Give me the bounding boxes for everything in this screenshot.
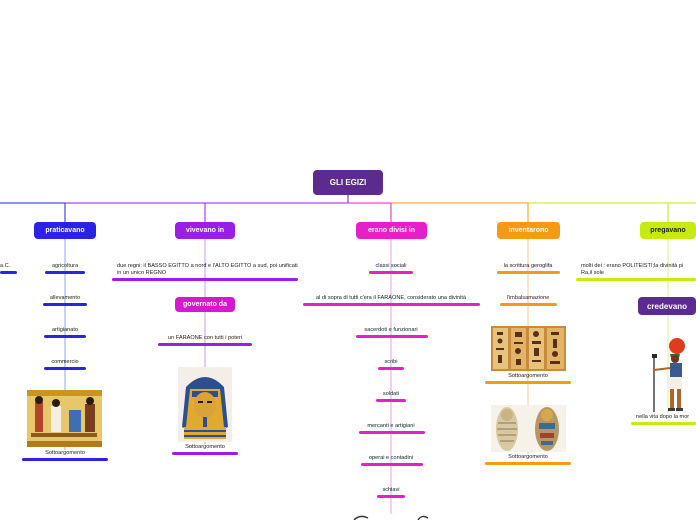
inventarono-image-caption[interactable]: Sottoargomento <box>508 373 548 379</box>
praticavano-item-underline <box>45 271 85 274</box>
sub-governato-da[interactable]: governato da <box>175 297 235 312</box>
branch-erano-divisi-in[interactable]: erano divisi in <box>356 222 427 239</box>
mummies-image <box>491 405 566 452</box>
governato-item-underline <box>158 343 252 346</box>
branch-inventarono[interactable]: inventarono <box>497 222 560 239</box>
praticavano-item[interactable]: allevamento <box>49 295 81 301</box>
divisi-item-underline <box>356 335 428 338</box>
inventarono-caption-underline <box>485 381 571 384</box>
divisi-item[interactable]: mercanti e artigiani <box>367 423 415 429</box>
divisi-item[interactable]: al di sopra di tutti c'era il FARAONE, c… <box>316 295 466 301</box>
pregavano-item-underline <box>576 278 696 281</box>
credevano-item-underline <box>631 422 696 425</box>
divisi-item-underline <box>378 367 404 370</box>
root-node[interactable]: GLI EGIZI <box>313 170 383 195</box>
divisi-item[interactable]: scribi <box>384 359 398 365</box>
hieroglyphs-image <box>491 326 566 371</box>
branch-praticavano[interactable]: praticavano <box>34 222 96 239</box>
left-edge-label: a.C. <box>0 263 11 269</box>
divisi-item-underline <box>361 463 423 466</box>
praticavano-item-underline <box>44 367 86 370</box>
left-edge-underline <box>0 271 17 274</box>
divisi-item[interactable]: sacerdoti e funzionari <box>364 327 418 333</box>
vivevano-item-underline <box>112 278 298 281</box>
branch-pregavano[interactable]: pregavano <box>640 222 696 239</box>
inventarono-image-caption[interactable]: Sottoargomento <box>508 454 548 460</box>
divisi-item[interactable]: schiavi <box>382 487 400 493</box>
praticavano-item-underline <box>43 303 87 306</box>
credevano-item[interactable]: nella vita dopo la mor <box>636 414 690 420</box>
vivevano-item[interactable]: due regni: il BASSO EGITTO a nord e l'AL… <box>117 263 298 276</box>
god-ra-image <box>652 338 685 412</box>
inventarono-item[interactable]: la scrittura geroglifa <box>503 263 553 269</box>
governato-item[interactable]: un FARAONE con tutti i poteri <box>168 335 242 341</box>
pharaoh-mask-image <box>178 367 232 442</box>
inventarono-caption-underline <box>485 462 571 465</box>
praticavano-item[interactable]: commercio <box>51 359 79 365</box>
vivevano-caption-underline <box>172 452 238 455</box>
inventarono-item[interactable]: l'imbalsamazione <box>506 295 550 301</box>
divisi-item[interactable]: classi sociali <box>375 263 407 269</box>
praticavano-item[interactable]: artigianato <box>51 327 79 333</box>
divisi-item-underline <box>377 495 405 498</box>
divisi-item-underline <box>303 303 480 306</box>
pregavano-item[interactable]: molti dei : erano POLITEISTI;la divinità… <box>581 263 684 276</box>
divisi-item[interactable]: operai e contadini <box>368 455 414 461</box>
divisi-item-underline <box>359 431 425 434</box>
cropped-image-bottom <box>353 515 429 520</box>
egyptian-mural-image <box>27 390 102 447</box>
inventarono-item-underline <box>497 271 560 274</box>
praticavano-caption-underline <box>22 458 108 461</box>
praticavano-image-caption[interactable]: Sottoargomento <box>45 450 85 456</box>
branch-vivevano-in[interactable]: vivevano in <box>175 222 235 239</box>
vivevano-image-caption[interactable]: Sottoargomento <box>185 444 225 450</box>
inventarono-item-underline <box>500 303 557 306</box>
divisi-item[interactable]: soldati <box>382 391 400 397</box>
divisi-item-underline <box>369 271 413 274</box>
sub-credevano[interactable]: credevano <box>638 297 696 315</box>
praticavano-item-underline <box>44 335 86 338</box>
praticavano-item[interactable]: agricoltura <box>51 263 79 269</box>
divisi-item-underline <box>376 399 406 402</box>
